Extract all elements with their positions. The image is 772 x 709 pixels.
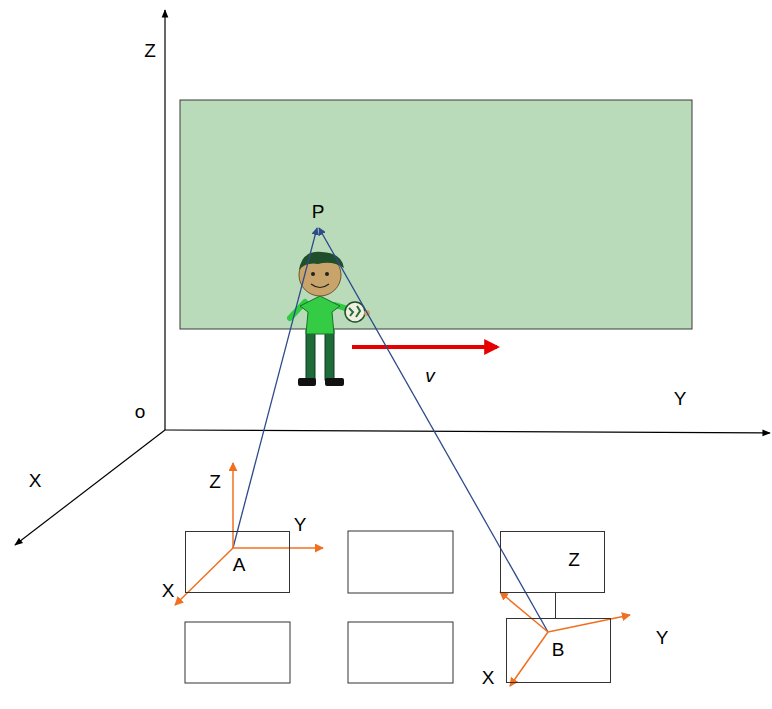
axis-label: Y (294, 515, 307, 534)
axis-label: Y (656, 628, 669, 647)
axis-label: X (29, 471, 42, 490)
z-axis (164, 10, 165, 430)
connector-line (555, 593, 556, 618)
frame-label: B (552, 640, 565, 659)
axis-label: o (135, 402, 146, 421)
sight-line (319, 228, 548, 632)
plain-box (348, 531, 453, 593)
axis-label: v (425, 366, 435, 385)
empty-boxes (185, 531, 453, 683)
person-figure (290, 252, 370, 386)
frame-label: A (233, 555, 246, 574)
axis-label: X (482, 668, 495, 687)
axis-label: P (312, 202, 325, 221)
axis-label: Z (209, 472, 221, 491)
axis-label: X (162, 581, 175, 600)
frame-b-axes (500, 592, 630, 686)
frame-a-axes (175, 463, 323, 605)
plain-box (348, 622, 453, 683)
y-axis (165, 430, 770, 433)
plain-box (185, 622, 290, 683)
velocity-arrow (352, 345, 497, 349)
world-axes (15, 10, 770, 545)
frame-box: B (506, 618, 611, 683)
frame-box: A (185, 531, 290, 593)
x-axis (15, 430, 165, 545)
sight-line (233, 228, 317, 548)
axis-label: Y (674, 389, 687, 408)
axis-label: Z (144, 41, 156, 60)
wall-plane (180, 100, 692, 329)
frame-label: Z (568, 550, 580, 569)
frame-box: Z (500, 531, 605, 593)
